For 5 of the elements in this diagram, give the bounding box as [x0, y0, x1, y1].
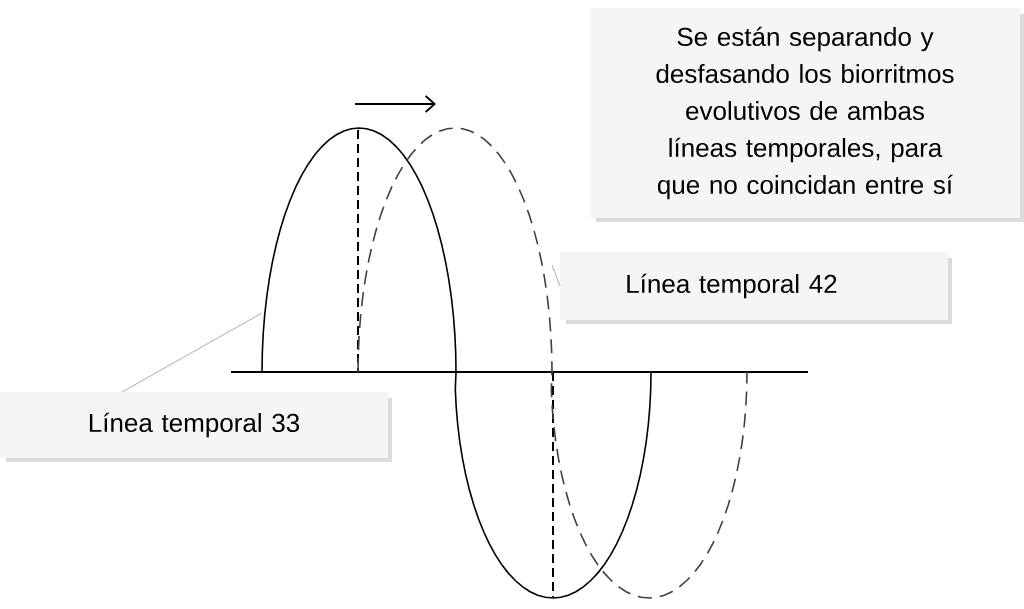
- text-box: Se están separando y desfasando los biorritmos evolutivos de ambas líneas temporales, para que no coincidan entre sí: [590, 8, 1024, 222]
- text-box: Línea temporal 33: [0, 392, 392, 462]
- text-box: Línea temporal 42: [560, 252, 952, 324]
- leader-line: [121, 312, 263, 393]
- leader-line: [551, 264, 561, 287]
